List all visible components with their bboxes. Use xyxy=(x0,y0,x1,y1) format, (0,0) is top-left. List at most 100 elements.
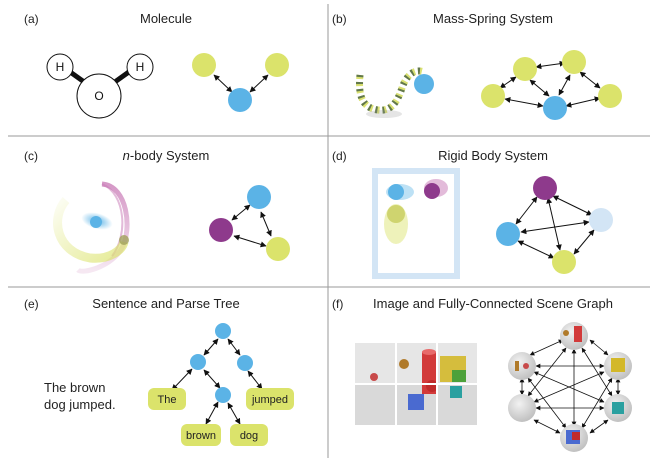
edge xyxy=(581,377,613,429)
panel-a: (a) Molecule H H O xyxy=(24,11,289,119)
edge xyxy=(504,97,544,108)
edge xyxy=(579,71,601,89)
edge xyxy=(529,339,564,356)
edge xyxy=(205,401,219,425)
panel-f-label: (f) xyxy=(332,297,343,311)
oxygen-atom xyxy=(76,73,122,119)
edge xyxy=(233,234,267,248)
panel-d: (d) Rigid Body System xyxy=(332,148,613,279)
panel-d-label: (d) xyxy=(332,149,347,163)
panel-dividers xyxy=(8,4,650,458)
node-yellow xyxy=(265,53,289,77)
edge xyxy=(249,74,269,93)
edge xyxy=(499,76,517,89)
water-molecule: H H O xyxy=(46,53,154,119)
edge xyxy=(573,229,595,255)
panel-a-label: (a) xyxy=(24,12,39,26)
edge xyxy=(203,369,221,389)
scene-node xyxy=(508,352,536,380)
panel-e-label: (e) xyxy=(24,297,39,311)
edge xyxy=(529,79,550,97)
node-blue xyxy=(247,185,271,209)
hydrogen-left-atom xyxy=(46,53,74,81)
edge xyxy=(247,370,263,390)
word-brown: brown xyxy=(186,430,216,442)
node-yellow xyxy=(513,57,537,81)
edge xyxy=(558,74,571,96)
node-purple xyxy=(209,218,233,242)
panel-c-title-rest: -body System xyxy=(130,148,209,163)
panel-a-title: Molecule xyxy=(140,11,192,26)
node-yellow xyxy=(192,53,216,77)
scene-node xyxy=(560,424,588,452)
panel-d-title: Rigid Body System xyxy=(438,148,548,163)
edge xyxy=(213,74,233,93)
edge xyxy=(552,195,593,216)
edge xyxy=(535,60,566,70)
node-yellow xyxy=(481,84,505,108)
rigid-body-illustration xyxy=(372,168,460,279)
parse-tree: The jumped brown dog xyxy=(148,323,294,446)
edge xyxy=(527,377,567,429)
tree-node xyxy=(190,354,206,370)
tree-node xyxy=(215,387,231,403)
word-box xyxy=(181,424,221,446)
panel-e: (e) Sentence and Parse Tree The brown do… xyxy=(24,296,294,446)
nbody-illustration xyxy=(53,181,130,274)
spring-mass-blue xyxy=(414,74,434,94)
oxygen-text: O xyxy=(94,89,103,103)
edge xyxy=(515,196,538,225)
scene-node xyxy=(560,322,588,350)
spring-chain-illustration xyxy=(356,67,434,118)
word-the: The xyxy=(158,394,177,406)
hydrogen-right-text: H xyxy=(136,60,145,74)
word-box xyxy=(246,388,294,410)
node-blue xyxy=(228,88,252,112)
node-blue xyxy=(496,222,520,246)
hydrogen-left-text: H xyxy=(56,60,65,74)
node-yellow xyxy=(266,237,290,261)
node-yellow xyxy=(598,84,622,108)
sentence-line-2: dog jumped. xyxy=(44,397,116,412)
panel-c: (c) n-body System xyxy=(24,148,290,274)
edge xyxy=(533,419,561,434)
panel-b: (b) Mass-Spring System xyxy=(332,11,622,120)
rigid-body-graph xyxy=(496,176,613,274)
word-dog: dog xyxy=(240,430,258,442)
nbody-graph xyxy=(209,185,290,261)
edge xyxy=(227,338,241,356)
edge xyxy=(589,339,609,356)
edge xyxy=(517,240,555,259)
node-blue xyxy=(543,96,567,120)
scene-node xyxy=(604,352,632,380)
scene-graph xyxy=(508,322,632,452)
scene-node xyxy=(508,394,536,422)
node-lightblue xyxy=(589,208,613,232)
tree-node xyxy=(215,323,231,339)
edge xyxy=(231,204,251,221)
panel-e-title: Sentence and Parse Tree xyxy=(92,296,239,311)
word-box xyxy=(148,388,186,410)
panel-f-title: Image and Fully-Connected Scene Graph xyxy=(373,296,613,311)
spring-graph xyxy=(481,50,622,120)
edge xyxy=(203,338,219,356)
panel-c-title-italic: n xyxy=(123,148,130,163)
edge xyxy=(227,402,241,425)
panel-c-label: (c) xyxy=(24,149,38,163)
word-jumped: jumped xyxy=(251,394,288,406)
panel-c-title: n-body System xyxy=(123,148,210,163)
scene-node xyxy=(604,394,632,422)
hydrogen-right-atom xyxy=(126,53,154,81)
edge xyxy=(565,96,601,108)
sentence-line-1: The brown xyxy=(44,380,105,395)
node-purple xyxy=(533,176,557,200)
edge xyxy=(171,368,193,391)
molecule-graph xyxy=(192,53,289,112)
scene-image xyxy=(355,343,477,425)
edge xyxy=(589,419,609,434)
edge xyxy=(546,197,562,251)
panel-f: (f) Image and Fully-Connected Scene Grap… xyxy=(332,296,632,452)
edge xyxy=(260,211,272,237)
tree-node xyxy=(237,355,253,371)
